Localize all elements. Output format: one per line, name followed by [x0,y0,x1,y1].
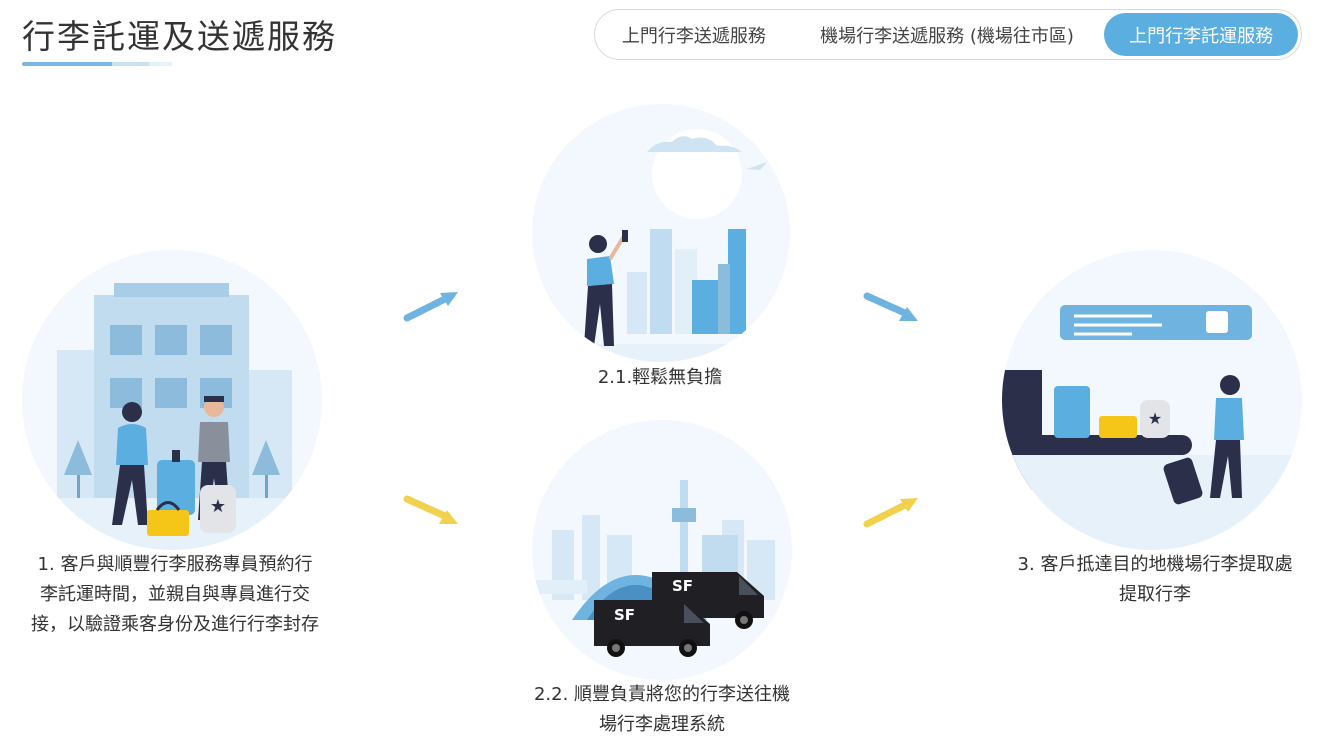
tab-home-luggage-delivery[interactable]: 上門行李送遞服務 [621,25,766,47]
yellow-arrow-icon [862,496,922,528]
step3-illustration: ★ [1002,250,1302,550]
svg-text:★: ★ [1148,409,1162,428]
yellow-arrow-icon [402,495,462,527]
step2-1-illustration [532,104,790,362]
svg-text:SF: SF [614,606,635,624]
svg-text:★: ★ [210,496,226,517]
service-tab-bar: 上門行李送遞服務 機場行李送遞服務 (機場往市區) 上門行李託運服務 [594,9,1302,60]
step1-caption: 1. 客戶與順豐行李服務專員預約行李託運時間，並親自與專員進行交接，以驗證乘客身… [31,554,319,635]
step2-2-caption: 2.2. 順豐負責將您的行李送往機場行李處理系統 [533,684,791,735]
tab-airport-luggage-delivery[interactable]: 機場行李送遞服務 (機場往市區) [820,25,1074,47]
blue-arrow-icon [402,290,462,322]
suitcase-icon [1206,311,1228,333]
step2-1-caption: 2.1.輕鬆無負擔 [597,367,723,388]
plane-icon [532,580,587,594]
step1-illustration: ★ [22,250,322,550]
step2-2-illustration: SF SF [532,420,792,680]
tree-icon [64,440,280,500]
step3-caption: 3. 客戶抵達目的地機場行李提取處提取行李 [1017,554,1293,605]
van-icon: SF [594,600,710,657]
page-title: 行李託運及送遞服務 [22,17,337,56]
tab-home-luggage-checkin[interactable]: 上門行李託運服務 [1104,13,1298,56]
svg-text:SF: SF [672,577,693,595]
title-underline [22,62,172,66]
blue-arrow-icon [862,292,922,324]
plane-icon [747,162,767,170]
